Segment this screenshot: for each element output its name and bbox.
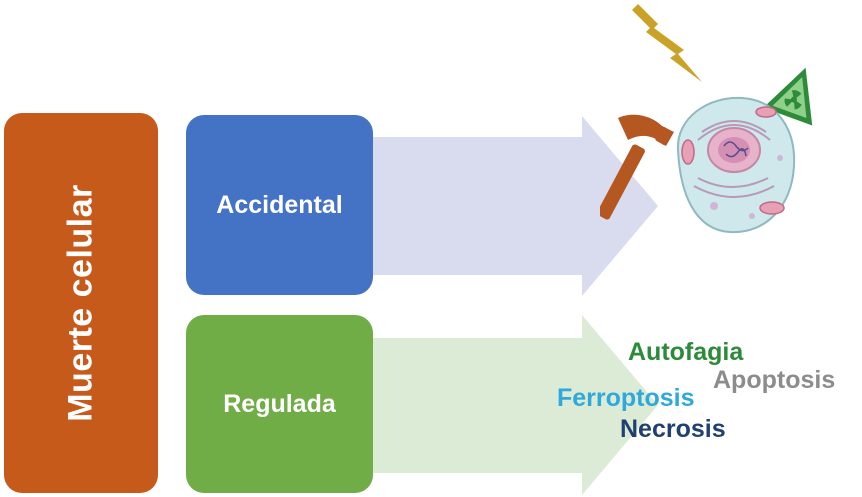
branch-accidental-label: Accidental: [216, 190, 343, 219]
type-necrosis: Necrosis: [620, 415, 726, 443]
regulada-arrow: [373, 315, 658, 495]
cell-icon: [676, 96, 796, 234]
type-apoptosis: Apoptosis: [713, 366, 836, 394]
type-autofagia: Autofagia: [628, 338, 744, 366]
root-label: Muerte celular: [61, 184, 100, 422]
branch-accidental: Accidental: [186, 115, 373, 295]
branch-regulada-label: Regulada: [223, 389, 336, 418]
lightning-icon: [632, 4, 702, 82]
hammer-icon: [600, 114, 674, 220]
accidental-arrow: [373, 116, 658, 296]
type-ferroptosis: Ferroptosis: [557, 384, 695, 412]
branch-regulada: Regulada: [186, 315, 373, 493]
root-box: Muerte celular: [4, 113, 158, 493]
